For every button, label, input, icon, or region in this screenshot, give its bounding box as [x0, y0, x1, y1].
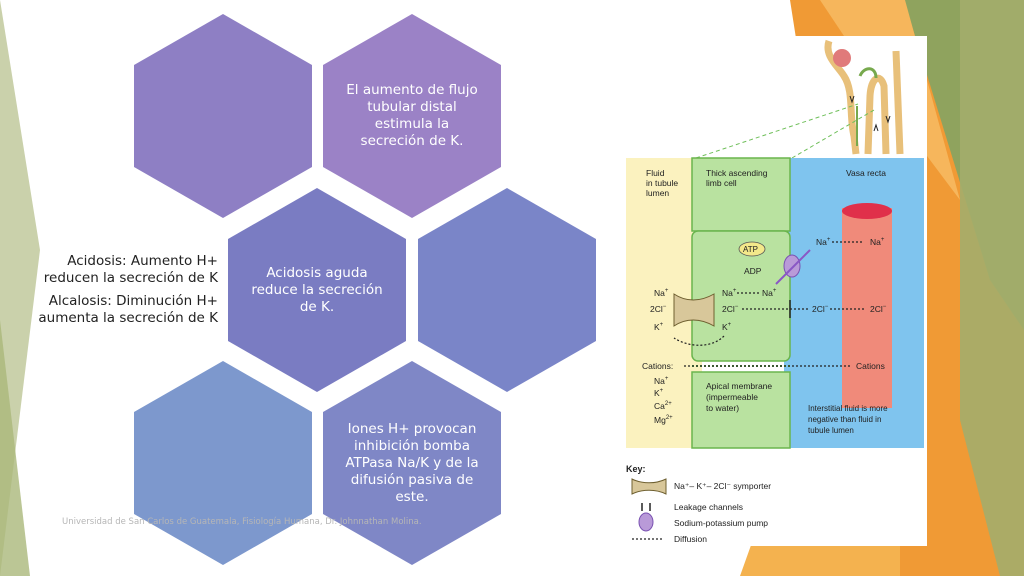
interstitial-line-3: tubule lumen: [808, 426, 854, 435]
pump-arrow: [775, 249, 811, 285]
cell-region-middle: [691, 230, 791, 362]
label-cell: Thick ascending: [706, 168, 768, 178]
label-cell-2: limb cell: [706, 178, 737, 188]
na-cation: Na+: [654, 376, 669, 386]
na-lumen: Na+: [654, 288, 669, 298]
hexagon-distal-flow-text: El aumento de flujo tubular distal estim…: [346, 82, 478, 149]
key-pump: Sodium-potassium pump: [674, 518, 768, 528]
label-fluid-2: in tubule: [646, 178, 678, 188]
interstitial-line-1: Interstitial fluid is more: [808, 404, 888, 413]
cl-lumen: 2Cl−: [650, 304, 667, 314]
key-symporter-icon: [631, 478, 667, 495]
label-fluid-3: lumen: [646, 188, 669, 198]
cl-vasa-1: 2Cl−: [812, 304, 829, 314]
mg-cation: Mg2+: [654, 415, 673, 425]
apical-line-2: (impermeable: [706, 392, 758, 402]
alcalosis-note: Alcalosis: Diminución H+ aumenta la secr…: [38, 293, 218, 326]
cell-region-lower: [691, 371, 791, 449]
label-fluid: Fluid: [646, 168, 665, 178]
hexagon-acute-acidosis-text: Acidosis aguda reduce la secreción de K.: [251, 264, 383, 315]
adp-label: ADP: [744, 266, 762, 276]
k-cell: K+: [722, 322, 732, 332]
zoom-line-right: [791, 109, 875, 159]
key-symporter: Na⁺– K⁺– 2Cl⁻ symporter: [674, 481, 771, 491]
ca-cation: Ca2+: [654, 401, 672, 411]
footer-credit: Universidad de San Carlos de Guatemala, …: [62, 517, 422, 527]
k-cation: K+: [654, 388, 664, 398]
k-recycle-arrow: [673, 335, 725, 346]
cell-region-upper: [691, 157, 791, 232]
thick-ascending-limb-figure: Fluid in tubule lumen Thick ascending li…: [624, 36, 927, 546]
key-diffusion: Diffusion: [674, 534, 707, 544]
vasa-recta-vessel: [842, 208, 892, 408]
na-cell-2: Na+: [762, 288, 777, 298]
cations-label: Cations:: [642, 361, 673, 371]
na-vasa-1: Na+: [816, 237, 831, 247]
na-vasa-2: Na+: [870, 237, 885, 247]
hexagon-hydrogen-ions-text: Iones H+ provocan inhibición bomba ATPas…: [345, 420, 479, 505]
k-lumen: K+: [654, 322, 664, 332]
label-vasa: Vasa recta: [846, 168, 886, 178]
left-green-triangle-light: [0, 320, 30, 576]
apical-line-3: to water): [706, 403, 739, 413]
key-pump-icon: [638, 512, 654, 532]
cl-vasa-2: 2Cl−: [870, 304, 887, 314]
vasa-recta-top: [842, 203, 892, 219]
interstitial-line-2: negative than fluid in: [808, 415, 881, 424]
cations-vasa: Cations: [856, 361, 885, 371]
na-cell: Na+: [722, 288, 737, 298]
atp-badge: [738, 241, 766, 257]
key-title: Key:: [626, 464, 646, 474]
symporter-icon: [673, 293, 715, 327]
nephron-sketch: [824, 39, 904, 155]
apical-line-1: Apical membrane: [706, 381, 772, 391]
right-olive-band: [960, 0, 1024, 576]
acidosis-note: Acidosis: Aumento H+ reducen la secreció…: [43, 253, 218, 286]
cl-cell: 2Cl−: [722, 304, 739, 314]
zoom-line-left: [695, 103, 859, 159]
key-leakage: Leakage channels: [674, 502, 743, 512]
atp-label: ATP: [743, 245, 758, 254]
